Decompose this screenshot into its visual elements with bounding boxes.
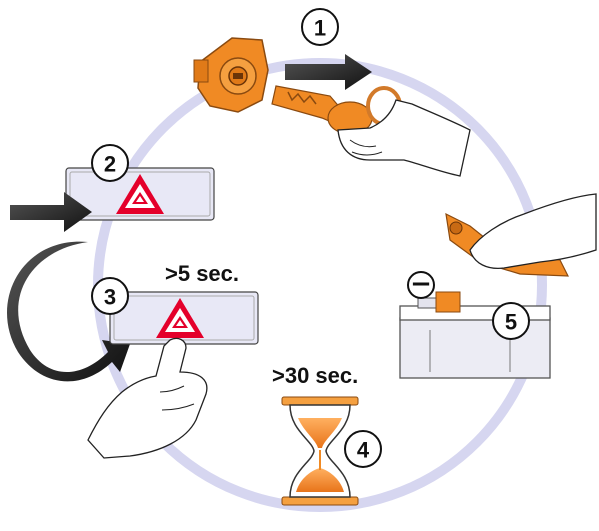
step-number: 4	[357, 438, 370, 463]
hazard-warning-icon	[116, 174, 164, 214]
hand-icon	[87, 337, 208, 459]
step-1-ignition-group	[193, 37, 471, 177]
pull-arrow-icon	[285, 54, 372, 90]
step-badge-3: 3	[91, 277, 129, 315]
hand-icon	[469, 193, 597, 270]
step-2-hazard-panel	[65, 167, 215, 221]
step-number: 3	[104, 285, 116, 310]
ignition-lock-icon	[193, 37, 269, 113]
step-badge-2: 2	[91, 144, 129, 182]
step-badge-1: 1	[301, 8, 339, 46]
step-3-hazard-panel	[109, 291, 259, 345]
step-badge-4: 4	[344, 430, 382, 468]
step-number: 5	[505, 310, 517, 335]
battery-icon	[399, 297, 551, 379]
step-badge-5: 5	[492, 302, 530, 340]
terminal-symbol: −	[410, 269, 432, 299]
hold-duration-label: >5 sec.	[165, 261, 239, 286]
step-number: 2	[104, 152, 116, 177]
hazard-warning-icon	[156, 298, 204, 338]
repeat-loop-arrow-icon	[7, 241, 130, 382]
wait-duration-label: >30 sec.	[272, 363, 358, 388]
press-arrow-icon	[10, 192, 92, 232]
hourglass-icon	[281, 396, 359, 506]
negative-terminal-sign: −	[407, 269, 435, 299]
step-number: 1	[314, 16, 326, 41]
hand-icon	[337, 99, 471, 177]
